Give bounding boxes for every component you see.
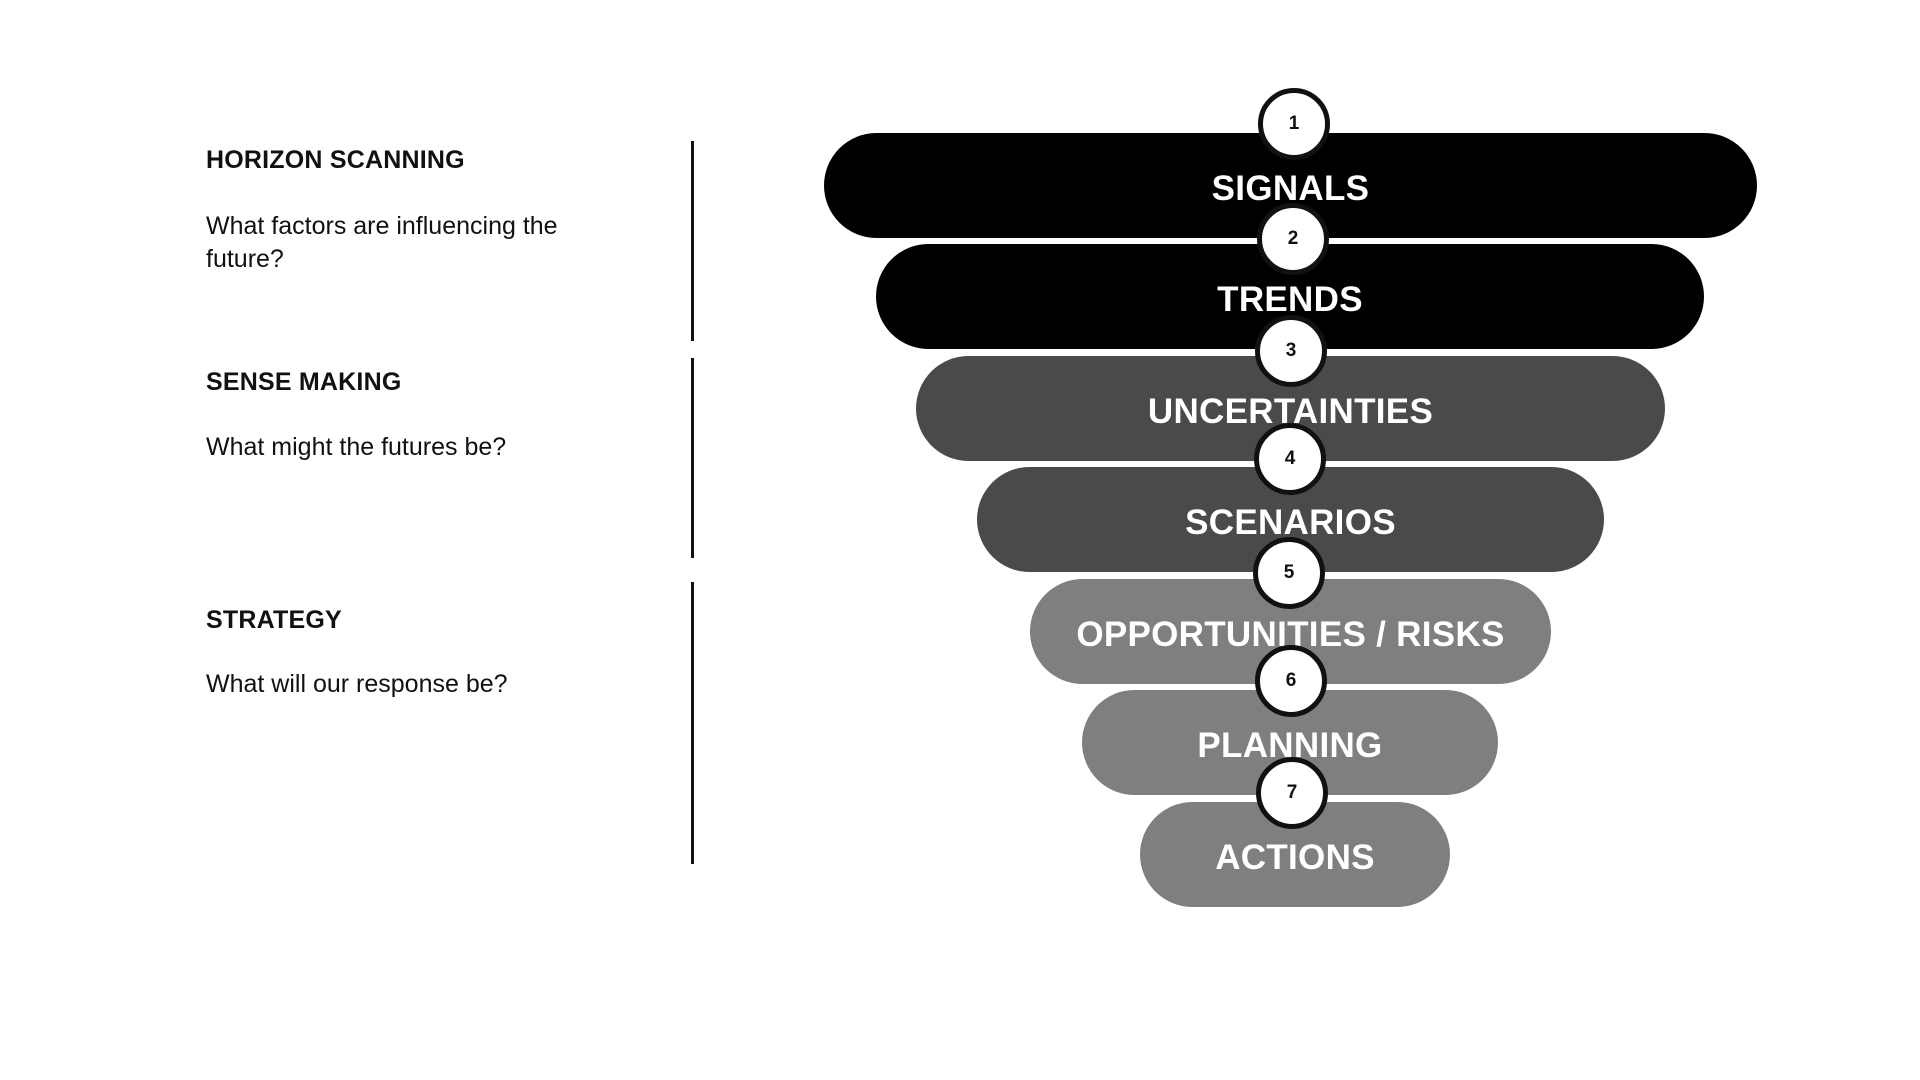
- step-number-badge: 6: [1255, 645, 1327, 717]
- section-title: STRATEGY: [206, 606, 342, 634]
- section-question: What factors are influencing the future?: [206, 212, 558, 273]
- band-label: SCENARIOS: [1185, 502, 1396, 542]
- section-divider: [691, 141, 694, 341]
- section-question: What might the futures be?: [206, 433, 507, 461]
- step-number-badge: 3: [1255, 315, 1327, 387]
- section-title: HORIZON SCANNING: [206, 146, 465, 174]
- section-divider: [691, 358, 694, 558]
- section-title: SENSE MAKING: [206, 368, 402, 396]
- step-number-badge: 4: [1254, 423, 1326, 495]
- step-number-badge: 7: [1256, 757, 1328, 829]
- step-number-badge: 5: [1253, 537, 1325, 609]
- band-label: ACTIONS: [1215, 837, 1375, 877]
- step-number-badge: 1: [1258, 88, 1330, 160]
- section-divider: [691, 582, 694, 864]
- section-question: What will our response be?: [206, 670, 508, 698]
- band-label: TRENDS: [1217, 279, 1363, 319]
- band-label: SIGNALS: [1211, 168, 1370, 208]
- step-number-badge: 2: [1257, 203, 1329, 275]
